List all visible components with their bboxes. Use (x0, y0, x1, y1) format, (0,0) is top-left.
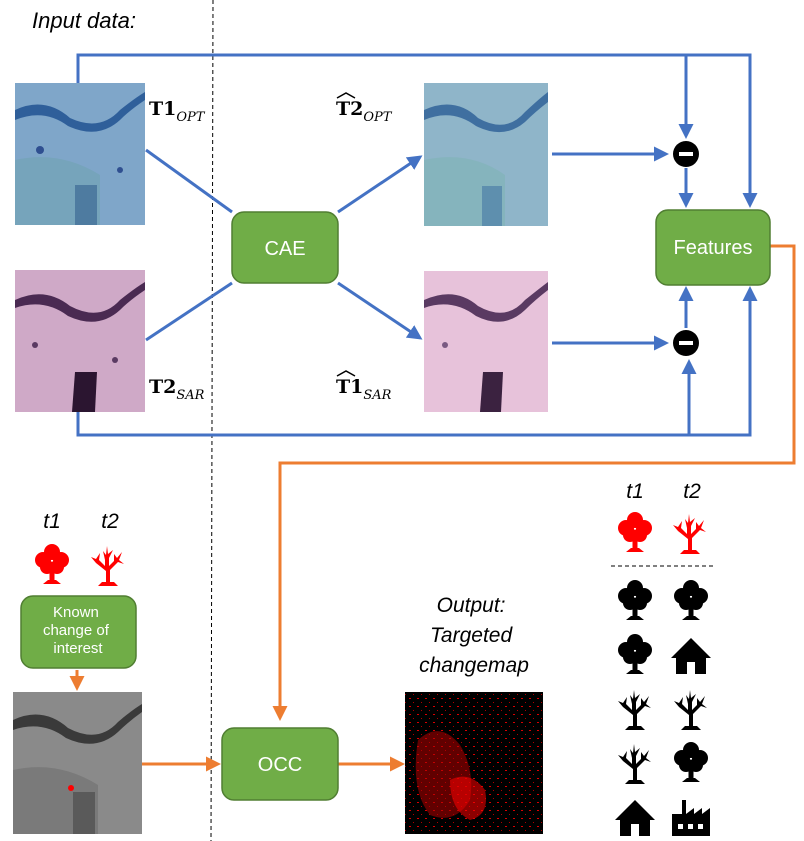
bare-tree-icon (673, 514, 706, 554)
t2-label-left: t2 (101, 510, 119, 533)
subtract-top-icon (673, 141, 699, 167)
input-data-label: Input data: (32, 8, 136, 33)
bare-tree-icon (618, 744, 651, 784)
t2-label-right: t2 (683, 480, 701, 503)
t1-opt-image (15, 83, 145, 225)
t1-sar-hat-label: T1SAR (336, 370, 392, 403)
svg-text:Features: Features (674, 237, 753, 259)
t2-sar-image (15, 270, 145, 412)
features-node: Features (655, 209, 771, 286)
blue-connectors (76, 53, 758, 437)
svg-text:OCC: OCC (258, 754, 302, 776)
occ-node: OCC (221, 727, 339, 801)
t1-label-right: t1 (626, 480, 644, 503)
output-label: Output: Targeted changemap (419, 594, 529, 677)
tree-icon (618, 512, 652, 552)
t2-opt-hat-image (424, 83, 548, 226)
known-change-node: Known change of interest (20, 595, 137, 669)
bare-tree-icon (618, 690, 651, 730)
t1-sar-hat-image (424, 271, 548, 412)
legend-icon-grid (615, 580, 711, 836)
tree-icon (674, 742, 708, 782)
tree-icon (618, 580, 652, 620)
t2-sar-label: T2SAR (149, 376, 205, 403)
svg-text:T1SAR: T1SAR (336, 376, 392, 403)
tree-icon (35, 544, 69, 584)
svg-text:Known change of in: Known change of interest (43, 604, 113, 657)
cae-node: CAE (231, 211, 339, 284)
subtract-bottom-icon (673, 330, 699, 356)
targeted-changemap-image (405, 692, 543, 834)
tree-icon (618, 634, 652, 674)
orange-connectors (69, 244, 796, 772)
tree-icon (674, 580, 708, 620)
known-change-image (13, 692, 142, 834)
t1-opt-label: T1OPT (149, 98, 206, 125)
factory-icon (672, 800, 710, 836)
divider-line (210, 0, 214, 841)
house-icon (615, 800, 655, 836)
bare-tree-icon (674, 690, 707, 730)
t1-label-left: t1 (43, 510, 61, 533)
house-icon (671, 638, 711, 674)
svg-text:CAE: CAE (264, 238, 305, 260)
bare-tree-icon (91, 546, 124, 586)
svg-text:T2OPT: T2OPT (336, 98, 393, 125)
t2-opt-hat-label: T2OPT (336, 92, 393, 125)
